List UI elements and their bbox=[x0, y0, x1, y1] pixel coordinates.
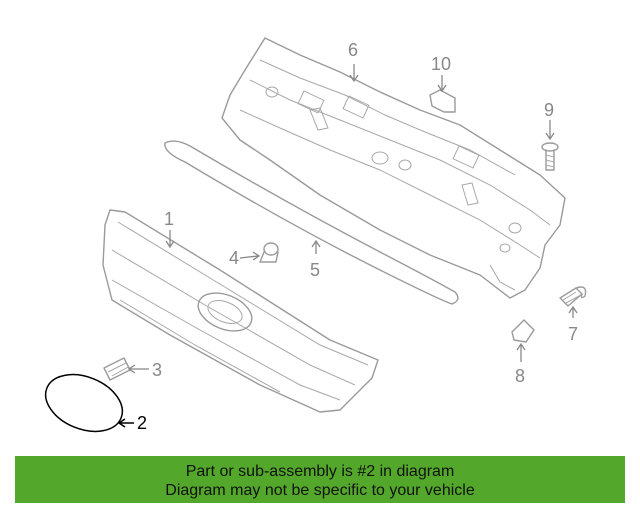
grille-assembly-part-1[interactable] bbox=[102, 209, 379, 413]
diagram-notice-banner: Part or sub-assembly is #2 in diagram Di… bbox=[15, 456, 625, 503]
callout-7: 7 bbox=[568, 324, 578, 344]
callout-9: 9 bbox=[544, 100, 554, 120]
clip-part-8[interactable] bbox=[511, 319, 535, 343]
banner-line-part-number: Part or sub-assembly is #2 in diagram bbox=[185, 463, 455, 480]
banner-line-disclaimer: Diagram may not be specific to your vehi… bbox=[165, 482, 475, 499]
bolt-part-9[interactable] bbox=[541, 142, 559, 171]
callout-3: 3 bbox=[152, 360, 162, 380]
grille-molding-part-5[interactable] bbox=[164, 140, 459, 305]
callout-4: 4 bbox=[229, 248, 239, 268]
parts-diagram: 1 2 3 4 5 6 7 8 9 10 bbox=[37, 37, 587, 442]
clip-part-3[interactable] bbox=[103, 357, 131, 381]
callout-2: 2 bbox=[137, 413, 147, 433]
retainer-part-10[interactable] bbox=[429, 89, 456, 113]
callout-5: 5 bbox=[310, 260, 320, 280]
callout-10: 10 bbox=[431, 54, 451, 74]
reinforcement-panel-part-6[interactable] bbox=[221, 37, 566, 299]
callout-6: 6 bbox=[348, 40, 358, 60]
screw-part-7[interactable] bbox=[559, 286, 587, 307]
callout-8: 8 bbox=[515, 366, 525, 386]
callout-1: 1 bbox=[164, 209, 174, 229]
leader-lines bbox=[117, 64, 578, 428]
emblem-part-2[interactable] bbox=[37, 364, 131, 442]
push-pin-part-4[interactable] bbox=[259, 242, 279, 263]
